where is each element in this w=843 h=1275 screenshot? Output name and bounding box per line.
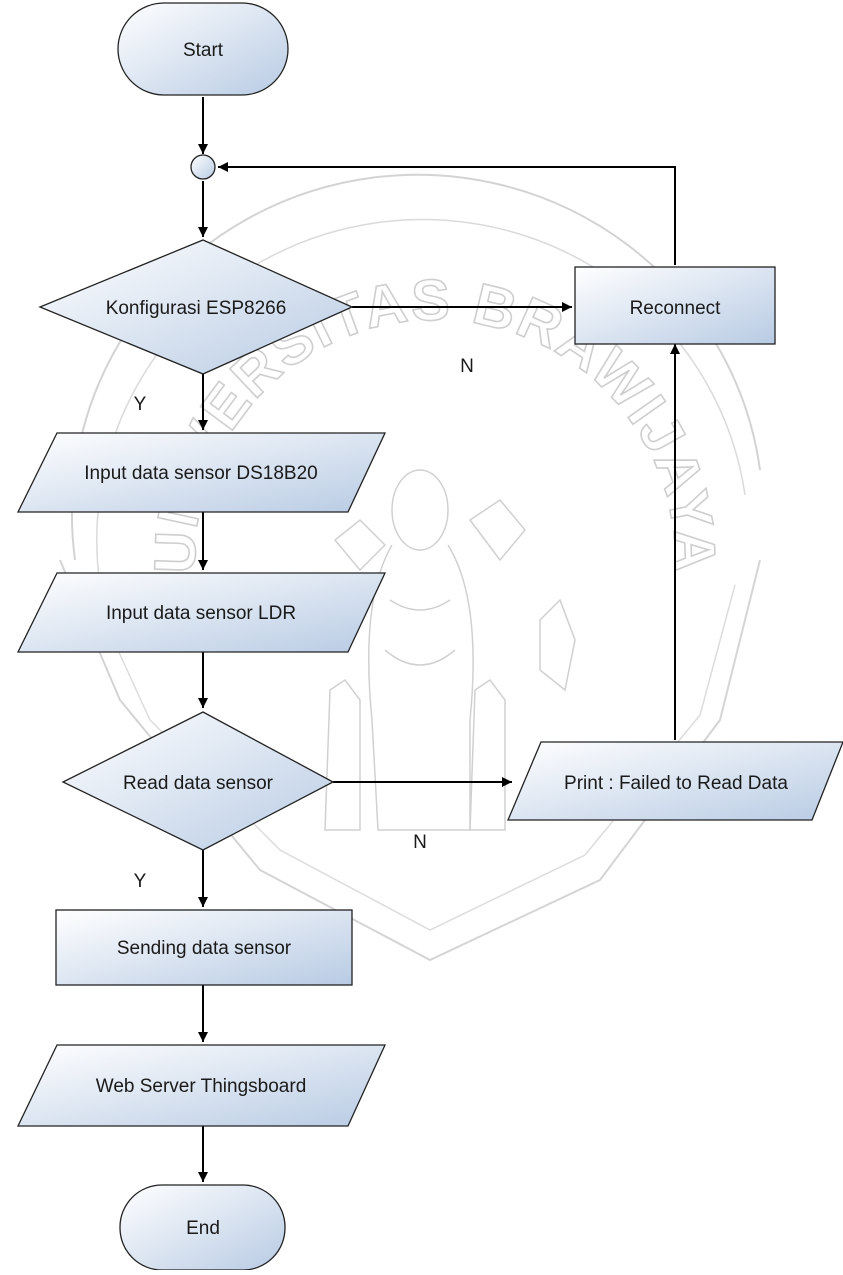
read-yes-label: Y [134, 871, 147, 892]
input-ds18b20-io [16, 432, 387, 513]
flowchart-edges [198, 97, 680, 1182]
end-label: End [186, 1218, 220, 1239]
reconnect-label: Reconnect [630, 298, 722, 319]
read-no-label: N [413, 832, 427, 853]
konfigurasi-yes-label: Y [134, 394, 147, 415]
print-failed-io [507, 741, 843, 821]
read-data-decision [61, 711, 335, 851]
web-server-io [16, 1044, 387, 1127]
watermark-shield-inner [94, 584, 736, 931]
loop-junction [190, 154, 216, 180]
print-failed-label: Print : Failed to Read Data [564, 773, 788, 794]
input-ldr-io [16, 572, 387, 653]
web-server-label: Web Server Thingsboard [96, 1076, 307, 1097]
read-data-label: Read data sensor [123, 773, 274, 794]
konfigurasi-no-label: N [460, 356, 474, 377]
input-ds18b20-label: Input data sensor DS18B20 [84, 463, 317, 484]
sending-label: Sending data sensor [117, 938, 292, 959]
watermark-shield-outline [59, 559, 761, 962]
input-ldr-label: Input data sensor LDR [106, 603, 296, 624]
sending-process [55, 909, 353, 986]
konfigurasi-decision [38, 239, 354, 375]
start-terminator [117, 2, 289, 96]
konfigurasi-label: Konfigurasi ESP8266 [106, 298, 287, 319]
edge-reconnect-to-junction [218, 162, 676, 265]
start-label: Start [183, 40, 224, 61]
reconnect-process [574, 266, 776, 345]
watermark-inner-arc [96, 218, 746, 586]
